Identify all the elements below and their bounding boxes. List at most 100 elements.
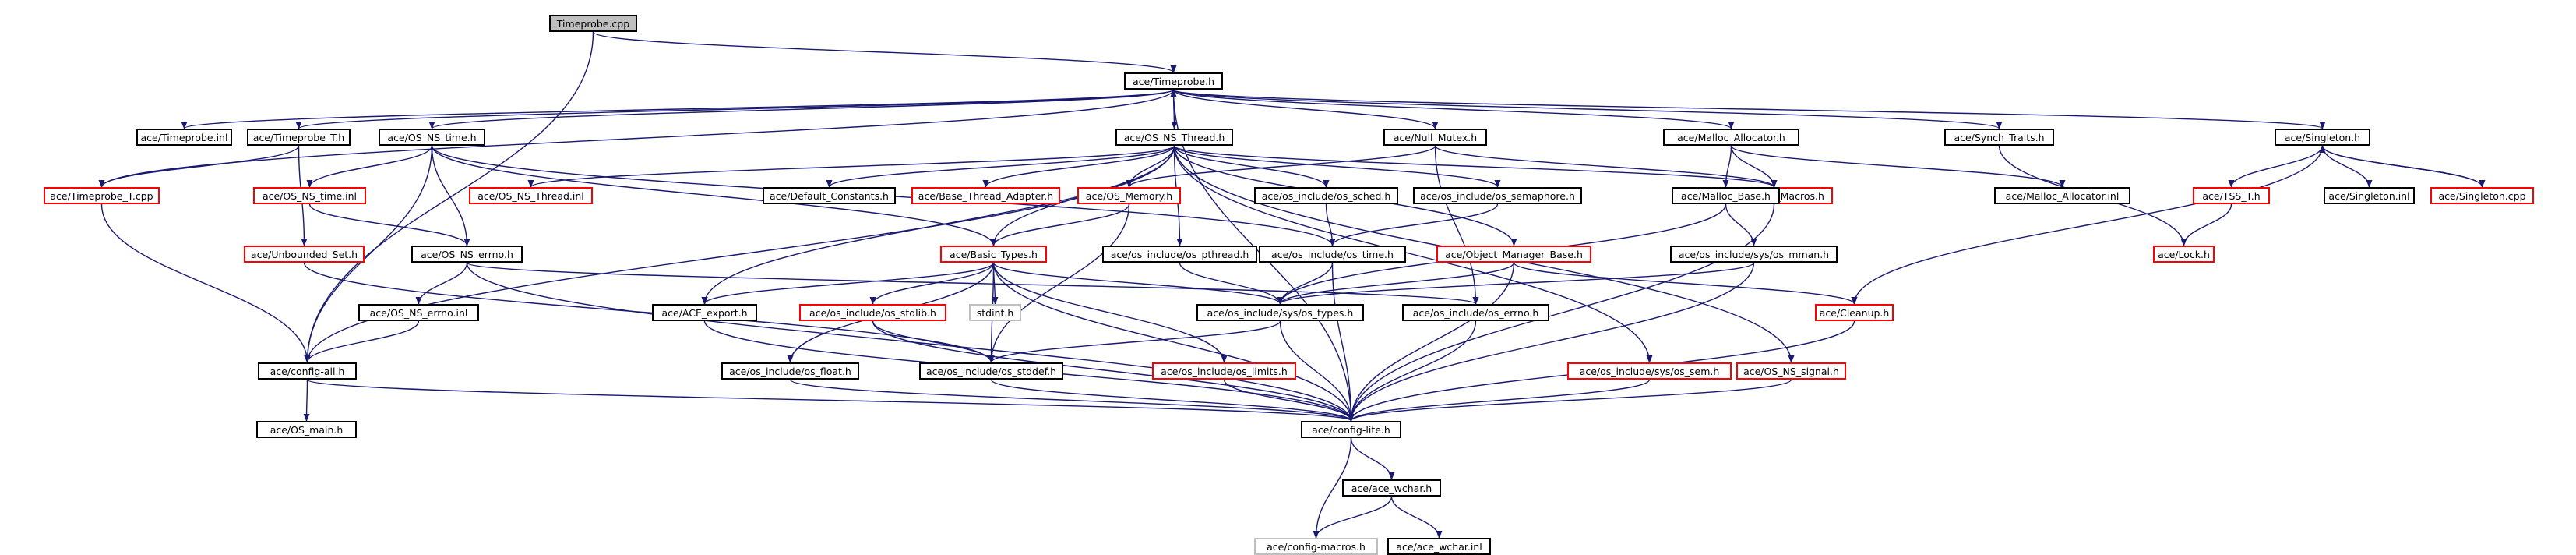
node-singleton-cpp[interactable]: ace/Singleton.cpp xyxy=(2430,187,2534,204)
node-malloc-allocator-h[interactable]: ace/Malloc_Allocator.h xyxy=(1663,129,1799,146)
node-os-ns-time-h[interactable]: ace/OS_NS_time.h xyxy=(379,129,485,146)
edge-ace-timeprobe-h-to-timeprobe-t-h xyxy=(295,89,1175,129)
edge-ace-wchar-h-to-ace-wchar-inl xyxy=(1390,496,1443,539)
edge-os-ns-time-h-to-os-ns-time-inl xyxy=(306,145,433,188)
edge-os-mman-h-to-os-types-h xyxy=(1277,262,1755,305)
edge-os-ns-thread-h-to-default-constants-h xyxy=(826,145,1175,188)
edge-os-ns-thread-h-to-os-semaphore-h xyxy=(1173,145,1501,188)
node-base-thread-adapter-h[interactable]: ace/Base_Thread_Adapter.h xyxy=(911,187,1060,204)
edge-os-stddef-h-to-config-lite-h xyxy=(990,379,1355,422)
edge-malloc-allocator-h-to-global-macros-h xyxy=(1730,145,1778,188)
edge-singleton-h-to-cleanup-h xyxy=(1851,145,2324,305)
edge-os-ns-errno-h-to-os-ns-errno-inl xyxy=(415,262,468,305)
edge-os-ns-thread-h-to-config-all-h xyxy=(304,145,1175,363)
node-os-errno-h[interactable]: ace/os_include/os_errno.h xyxy=(1402,304,1549,321)
edge-os-semaphore-h-to-os-time-h xyxy=(1329,203,1499,246)
edge-os-ns-errno-h-to-config-lite-h xyxy=(466,262,1355,422)
node-config-all-h[interactable]: ace/config-all.h xyxy=(258,362,357,380)
node-timeprobe-t-h[interactable]: ace/Timeprobe_T.h xyxy=(247,129,351,146)
edge-os-ns-thread-h-to-base-thread-adapter-h xyxy=(982,145,1175,188)
node-os-ns-signal-h[interactable]: ace/OS_NS_signal.h xyxy=(1736,362,1846,380)
node-os-ns-time-inl[interactable]: ace/OS_NS_time.inl xyxy=(253,187,366,204)
edge-config-all-h-to-config-lite-h xyxy=(306,379,1354,422)
edge-os-memory-h-to-os-stddef-h xyxy=(988,203,1130,363)
edge-ace-timeprobe-h-to-os-ns-time-h xyxy=(428,89,1175,129)
node-malloc-allocator-inl[interactable]: ace/Malloc_Allocator.inl xyxy=(1994,187,2130,204)
node-ace-wchar-inl[interactable]: ace/ace_wchar.inl xyxy=(1387,538,1491,555)
edge-basic-types-h-to-config-lite-h xyxy=(992,262,1355,422)
edge-os-pthread-h-to-os-types-h xyxy=(1179,262,1284,305)
node-synch-traits-h[interactable]: ace/Synch_Traits.h xyxy=(1944,129,2054,146)
edge-timeprobe-t-cpp-to-config-all-h xyxy=(100,203,311,363)
edge-ace-timeprobe-h-to-null-mutex-h xyxy=(1172,89,1439,129)
node-tss-t-h[interactable]: ace/TSS_T.h xyxy=(2193,187,2270,204)
node-basic-types-h[interactable]: ace/Basic_Types.h xyxy=(940,246,1047,263)
edge-unbounded-set-h-to-os-stddef-h xyxy=(303,262,995,363)
node-timeprobe-cpp[interactable]: Timeprobe.cpp xyxy=(549,15,637,32)
node-ace-timeprobe-h[interactable]: ace/Timeprobe.h xyxy=(1124,72,1223,90)
edge-singleton-h-to-tss-t-h xyxy=(2228,145,2324,188)
edge-timeprobe-cpp-to-ace-timeprobe-h xyxy=(592,31,1177,73)
edge-os-ns-time-inl-to-os-ns-errno-h xyxy=(308,203,470,246)
node-singleton-h[interactable]: ace/Singleton.h xyxy=(2275,129,2370,146)
node-timeprobe-inl[interactable]: ace/Timeprobe.inl xyxy=(136,129,232,146)
edge-os-time-h-to-config-lite-h xyxy=(1331,262,1355,422)
node-os-ns-thread-h[interactable]: ace/OS_NS_Thread.h xyxy=(1115,129,1233,146)
node-timeprobe-t-cpp[interactable]: ace/Timeprobe_T.cpp xyxy=(44,187,160,204)
node-os-ns-thread-inl[interactable]: ace/OS_NS_Thread.inl xyxy=(469,187,593,204)
node-cleanup-h[interactable]: ace/Cleanup.h xyxy=(1815,304,1894,321)
node-os-stddef-h[interactable]: ace/os_include/os_stddef.h xyxy=(919,362,1063,380)
edge-os-ns-thread-h-to-os-ns-thread-inl xyxy=(527,145,1175,188)
node-object-manager-base-h[interactable]: ace/Object_Manager_Base.h xyxy=(1436,246,1591,263)
edge-os-ns-thread-h-to-os-sched-h xyxy=(1173,145,1330,188)
node-os-float-h[interactable]: ace/os_include/os_float.h xyxy=(721,362,859,380)
edge-object-manager-base-h-to-os-types-h xyxy=(1277,262,1515,305)
edge-os-float-h-to-config-lite-h xyxy=(789,379,1355,422)
node-stdint-h: stdint.h xyxy=(969,304,1021,321)
edge-os-ns-errno-inl-to-config-all-h xyxy=(304,320,420,363)
node-singleton-inl[interactable]: ace/Singleton.inl xyxy=(2324,187,2415,204)
edge-os-time-h-to-os-types-h xyxy=(1277,262,1334,305)
node-os-stdlib-h[interactable]: ace/os_include/os_stdlib.h xyxy=(799,304,946,321)
edge-os-mman-h-to-config-lite-h xyxy=(1348,262,1755,422)
node-os-sched-h[interactable]: ace/os_include/os_sched.h xyxy=(1254,187,1398,204)
node-unbounded-set-h[interactable]: ace/Unbounded_Set.h xyxy=(244,246,365,263)
edge-os-limits-h-to-config-lite-h xyxy=(1223,379,1355,422)
node-os-time-h[interactable]: ace/os_include/os_time.h xyxy=(1259,246,1406,263)
node-default-constants-h[interactable]: ace/Default_Constants.h xyxy=(763,187,896,204)
edge-os-memory-h-to-basic-types-h xyxy=(990,203,1130,246)
node-os-types-h[interactable]: ace/os_include/sys/os_types.h xyxy=(1196,304,1364,321)
edge-object-manager-base-h-to-cleanup-h xyxy=(1513,262,1858,305)
edge-os-ns-thread-h-to-global-macros-h xyxy=(1173,145,1778,188)
node-lock-h[interactable]: ace/Lock.h xyxy=(2153,246,2215,263)
edge-config-all-h-to-os-main-h xyxy=(303,379,310,422)
node-os-limits-h[interactable]: ace/os_include/os_limits.h xyxy=(1152,362,1296,380)
node-os-main-h[interactable]: ace/OS_main.h xyxy=(256,421,357,438)
edge-malloc-allocator-h-to-malloc-base-h xyxy=(1722,145,1732,188)
node-os-sem-h[interactable]: ace/os_include/sys/os_sem.h xyxy=(1567,362,1732,380)
edge-os-errno-h-to-config-lite-h xyxy=(1348,320,1477,422)
node-os-mman-h[interactable]: ace/os_include/sys/os_mman.h xyxy=(1670,246,1838,263)
edge-tss-t-h-to-lock-h xyxy=(2180,203,2232,246)
edge-os-sem-h-to-config-lite-h xyxy=(1348,379,1651,422)
node-os-memory-h[interactable]: ace/OS_Memory.h xyxy=(1077,187,1181,204)
node-os-ns-errno-h[interactable]: ace/OS_NS_errno.h xyxy=(411,246,523,263)
node-ace-wchar-h[interactable]: ace/ace_wchar.h xyxy=(1342,479,1441,497)
edge-ace-timeprobe-h-to-singleton-h xyxy=(1172,89,2325,129)
edge-os-ns-signal-h-to-config-lite-h xyxy=(1348,379,1792,422)
edge-os-ns-thread-h-to-os-sem-h xyxy=(1173,145,1653,363)
node-os-pthread-h[interactable]: ace/os_include/os_pthread.h xyxy=(1102,246,1257,263)
edge-os-ns-time-h-to-os-ns-errno-h xyxy=(431,145,470,246)
edge-os-ns-time-h-to-config-all-h xyxy=(304,145,433,363)
node-os-ns-errno-inl[interactable]: ace/OS_NS_errno.inl xyxy=(358,304,479,321)
node-os-semaphore-h[interactable]: ace/os_include/os_semaphore.h xyxy=(1413,187,1582,204)
node-null-mutex-h[interactable]: ace/Null_Mutex.h xyxy=(1383,129,1487,146)
node-config-lite-h[interactable]: ace/config-lite.h xyxy=(1301,421,1401,438)
node-malloc-base-h[interactable]: ace/Malloc_Base.h xyxy=(1672,187,1780,204)
edge-os-ns-time-h-to-basic-types-h xyxy=(431,145,997,246)
edge-ace-timeprobe-h-to-malloc-allocator-h xyxy=(1172,89,1735,129)
node-ace-export-h[interactable]: ace/ACE_export.h xyxy=(652,304,757,321)
edge-basic-types-h-to-ace-export-h xyxy=(701,262,995,305)
edge-config-lite-h-to-config-macros-h xyxy=(1313,437,1352,539)
edge-timeprobe-t-h-to-timeprobe-t-cpp xyxy=(98,145,300,188)
